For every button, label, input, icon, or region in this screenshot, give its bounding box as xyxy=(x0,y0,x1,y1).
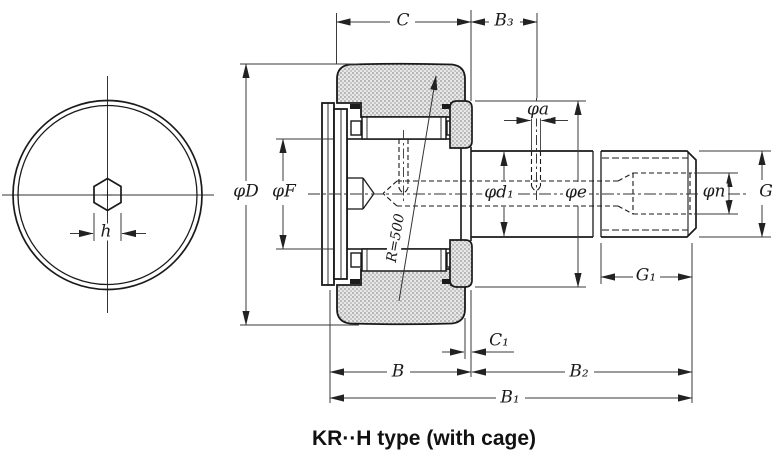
dim-label-b2: B₂ xyxy=(567,361,591,382)
dim-label-h: h xyxy=(98,221,114,242)
outer-ring-bottom xyxy=(336,268,466,326)
dim-label-c: C xyxy=(394,10,412,31)
outer-ring-top xyxy=(336,62,466,118)
dim-label-c1: C₁ xyxy=(487,330,511,351)
dim-label-phi-e: φe xyxy=(563,182,589,203)
hex-hole xyxy=(93,177,122,212)
caption: KR··H type (with cage) xyxy=(311,427,537,450)
dim-label-phi-d-outer: φD xyxy=(231,181,261,202)
dim-label-phi-f: φF xyxy=(270,181,298,202)
dim-label-b3: B₃ xyxy=(492,10,516,31)
dim-label-phi-n: φn xyxy=(700,181,728,202)
dim-label-b: B xyxy=(389,361,407,382)
dim-label-phi-a: φa xyxy=(524,99,552,120)
dim-label-g: G xyxy=(757,181,775,202)
dimensions xyxy=(240,10,771,403)
dim-label-g1: G₁ xyxy=(633,265,659,286)
front-view xyxy=(2,76,214,313)
dim-label-b1: B₁ xyxy=(498,387,522,408)
r500-leader xyxy=(398,75,438,302)
dim-label-phi-d1: φd₁ xyxy=(482,182,516,203)
roller-row-top xyxy=(361,116,447,140)
